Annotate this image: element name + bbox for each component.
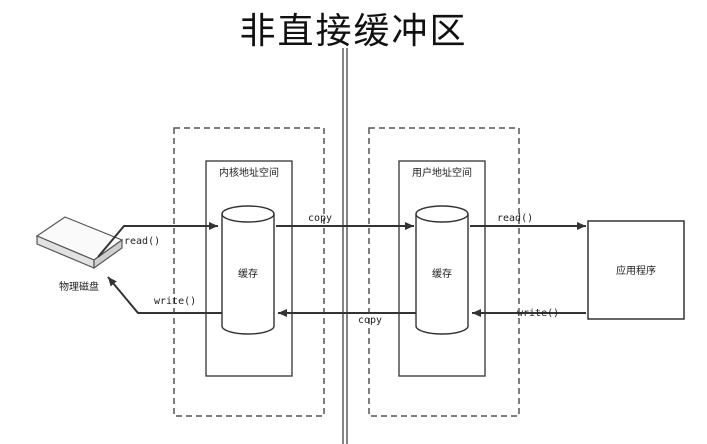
user-space-label: 用户地址空间 <box>412 166 472 179</box>
arrow-label-app-read: read() <box>497 213 533 224</box>
user-buffer-label: 缓存 <box>432 267 452 280</box>
user-dashed-region <box>368 127 520 417</box>
kernel-buffer-label: 缓存 <box>238 267 258 280</box>
app-label: 应用程序 <box>616 264 656 277</box>
user-buffer-cylinder <box>415 205 469 335</box>
arrow-label-disk-write: write() <box>154 296 196 307</box>
arrow-label-copy-down: copy <box>358 315 382 326</box>
arrow-disk-to-kernel <box>97 222 218 258</box>
arrow-label-app-write: write() <box>517 308 559 319</box>
page-title: 非直接缓冲区 <box>239 11 468 52</box>
arrow-label-copy-up: copy <box>308 213 332 224</box>
kernel-dashed-region <box>173 127 325 417</box>
arrow-label-disk-read: read() <box>124 236 160 247</box>
center-divider <box>342 48 348 444</box>
kernel-buffer-cylinder <box>221 205 275 335</box>
disk-label: 物理磁盘 <box>59 280 99 293</box>
disk-icon <box>35 216 124 270</box>
app-box <box>587 220 685 320</box>
kernel-space-label: 内核地址空间 <box>219 166 279 179</box>
arrow-kernel-to-disk <box>107 276 222 314</box>
